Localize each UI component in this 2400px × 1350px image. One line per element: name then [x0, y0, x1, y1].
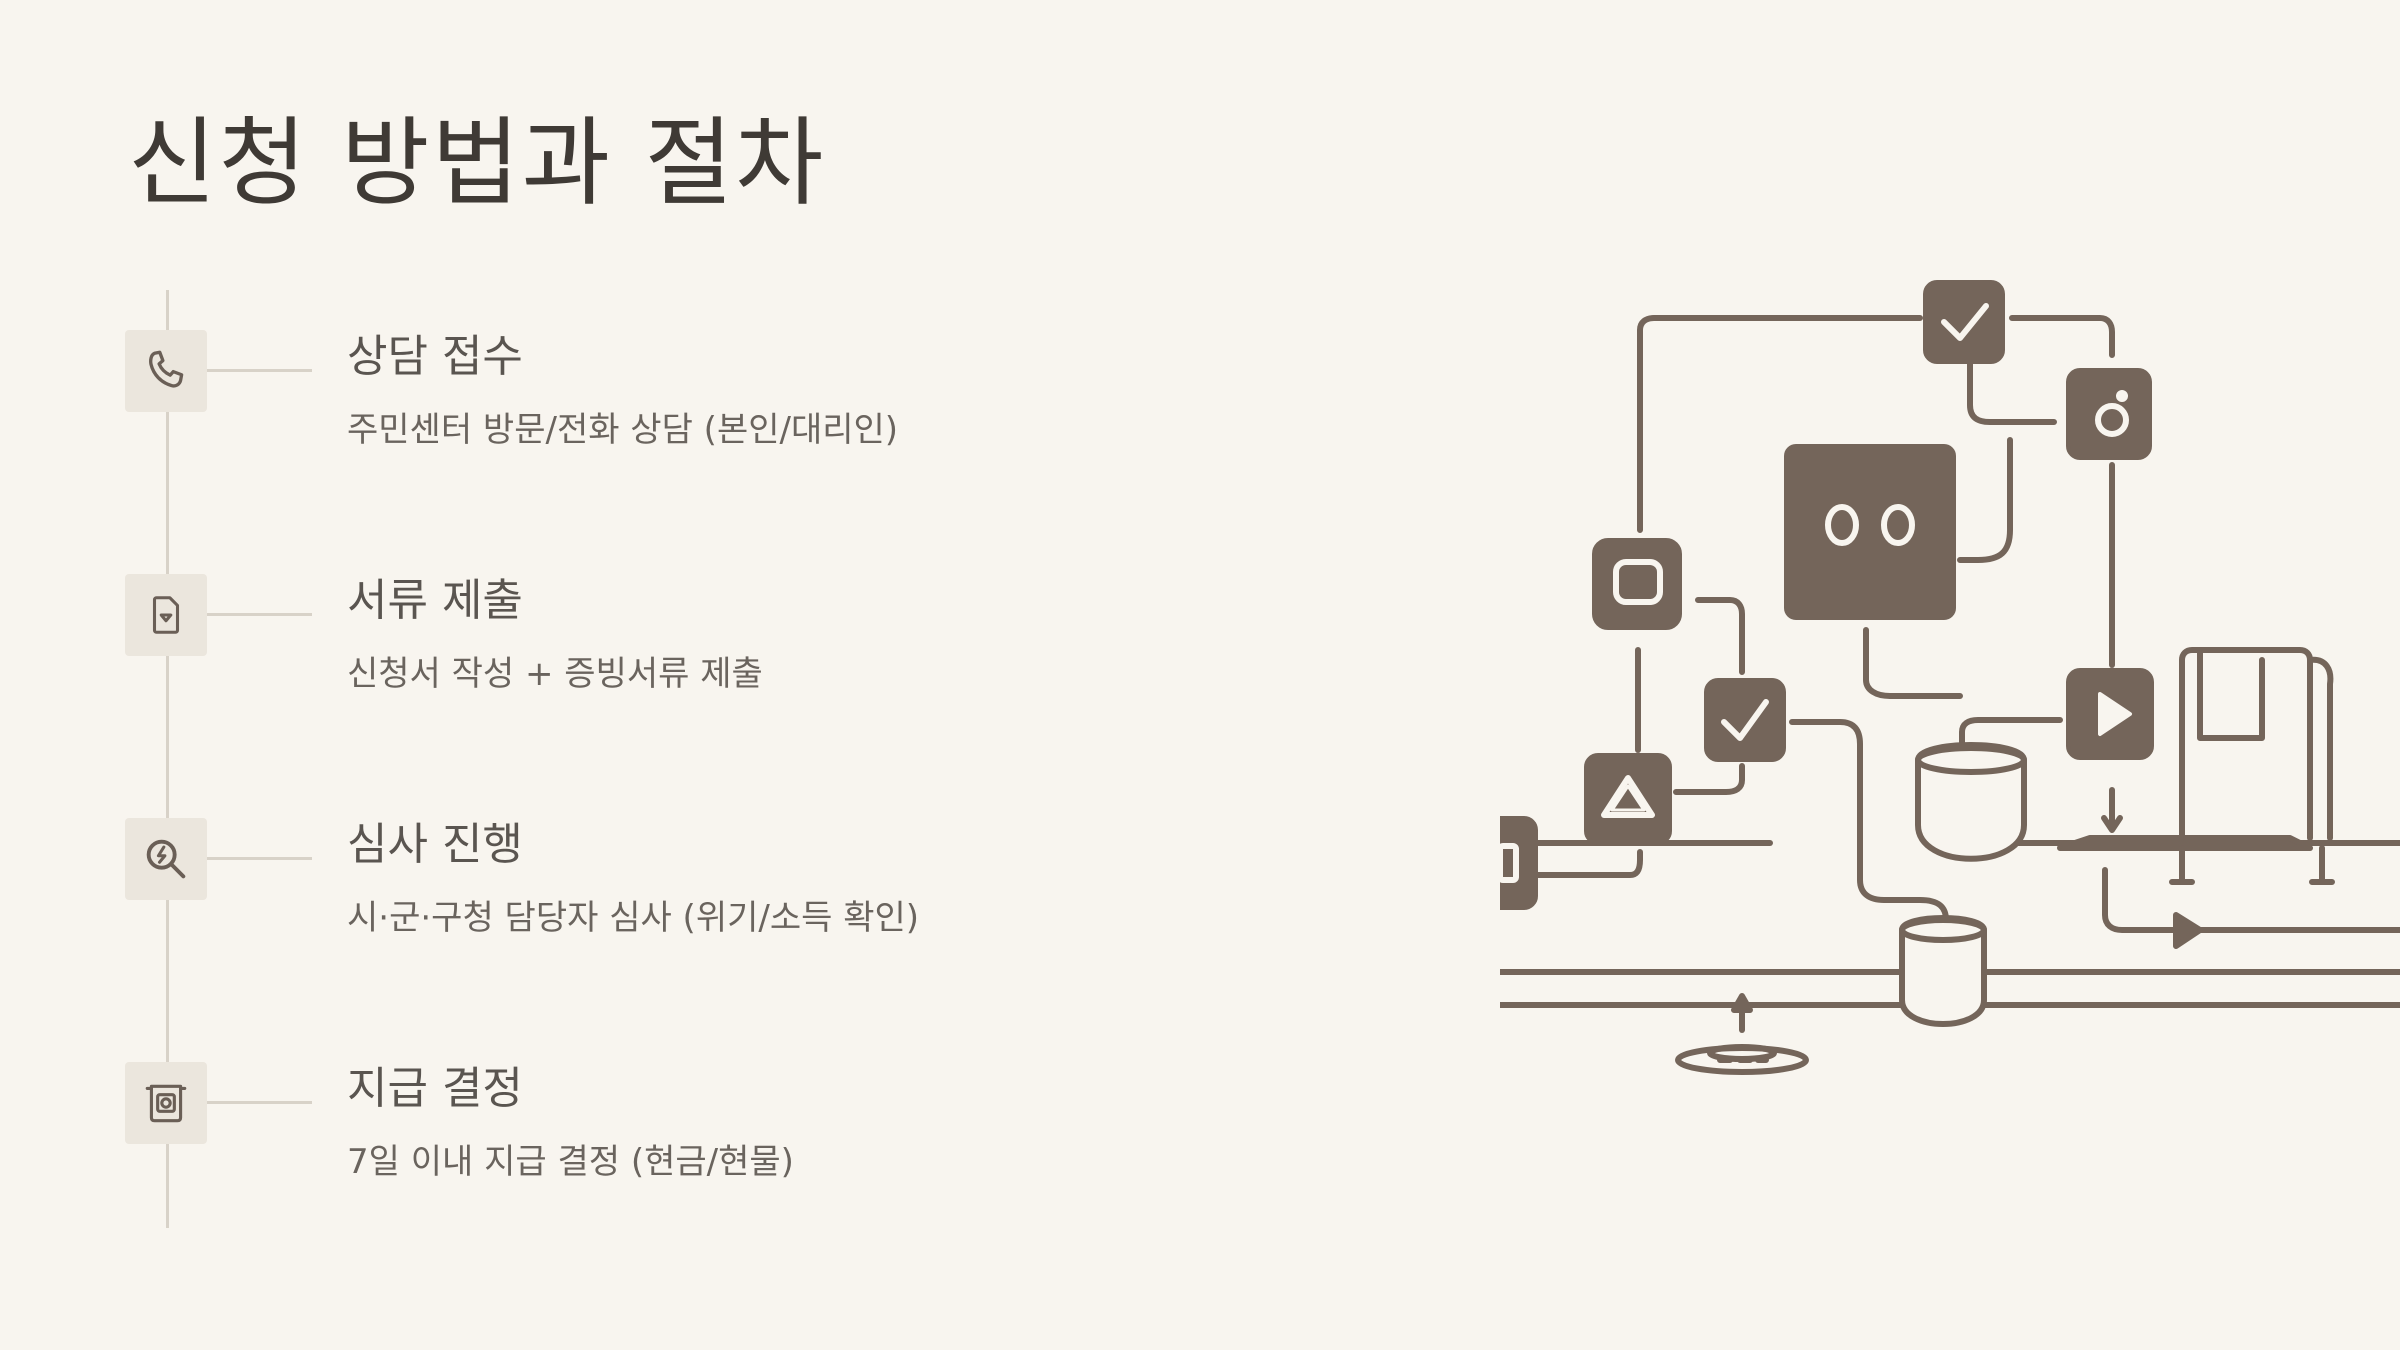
- step-connector: [207, 857, 312, 860]
- step-description: 시·군·구청 담당자 심사 (위기/소득 확인): [347, 898, 920, 938]
- document-icon: [152, 596, 180, 634]
- step-consultation: 상담 접수 주민센터 방문/전화 상담 (본인/대리인): [0, 290, 1200, 490]
- step-connector: [207, 369, 312, 372]
- step-icon-box: [125, 818, 207, 900]
- step-icon-box: [125, 574, 207, 656]
- timeline-line: [166, 290, 169, 1228]
- step-payment-decision: 지급 결정 7일 이내 지급 결정 (현금/현물): [0, 1022, 1200, 1222]
- step-review: 심사 진행 시·군·구청 담당자 심사 (위기/소득 확인): [0, 778, 1200, 978]
- step-description: 주민센터 방문/전화 상담 (본인/대리인): [347, 410, 899, 450]
- step-icon-box: [125, 1062, 207, 1144]
- payment-terminal-icon: [145, 1084, 187, 1123]
- process-flow-illustration: [1500, 280, 2400, 1075]
- step-title: 상담 접수: [347, 331, 523, 382]
- page-title: 신청 방법과 절차: [128, 107, 826, 219]
- step-title: 서류 제출: [347, 575, 523, 626]
- step-title: 심사 진행: [347, 819, 523, 870]
- step-description: 신청서 작성 + 증빙서류 제출: [347, 654, 763, 694]
- step-connector: [207, 613, 312, 616]
- step-title: 지급 결정: [347, 1063, 523, 1114]
- step-documents: 서류 제출 신청서 작성 + 증빙서류 제출: [0, 534, 1200, 734]
- step-description: 7일 이내 지급 결정 (현금/현물): [347, 1142, 794, 1182]
- phone-icon: [149, 350, 184, 388]
- step-icon-box: [125, 330, 207, 412]
- search-review-icon: [146, 839, 186, 879]
- step-connector: [207, 1101, 312, 1104]
